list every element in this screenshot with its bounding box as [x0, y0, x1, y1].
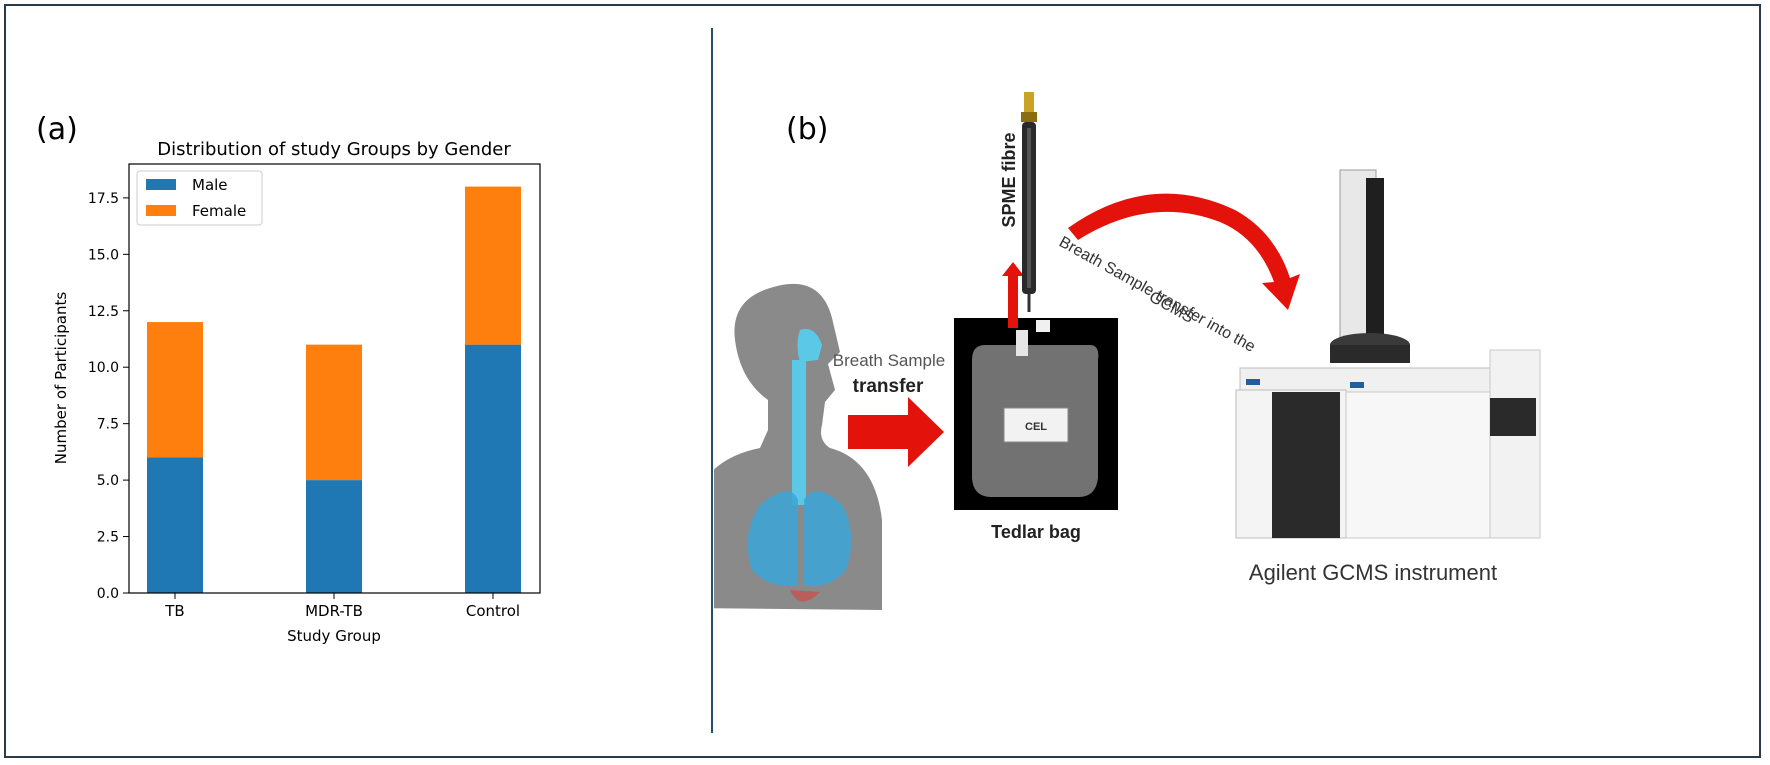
stacked-bar-chart: Distribution of study Groups by Gender 0…: [52, 139, 541, 645]
y-tick-label: 2.5: [97, 530, 119, 546]
tedlar-bag-label: Tedlar bag: [991, 522, 1081, 542]
bar-male-control: [465, 344, 521, 593]
y-tick-label: 10.0: [88, 360, 119, 376]
x-tick-label: Control: [466, 602, 520, 620]
bar-female-control: [465, 186, 521, 345]
up-arrow-icon: [1002, 262, 1024, 328]
spme-fibre-label: SPME fibre: [999, 132, 1019, 227]
x-axis-label: Study Group: [287, 627, 381, 645]
y-tick-label: 15.0: [88, 247, 119, 263]
legend-label-male: Male: [192, 176, 228, 194]
human-silhouette-icon: [714, 283, 882, 610]
bag-tag-label: CEL: [1025, 421, 1047, 433]
spme-fibre-icon: [1021, 92, 1037, 312]
panel-a-label: (a): [36, 112, 78, 147]
bar-male-tb: [147, 457, 203, 593]
panel-divider: [711, 28, 713, 733]
y-tick-label: 17.5: [88, 191, 119, 207]
y-tick-label: 7.5: [97, 417, 119, 433]
legend-swatch-male: [146, 179, 176, 190]
x-tick-label: TB: [164, 602, 184, 620]
instrument-label: Agilent GCMS instrument: [1249, 560, 1497, 585]
chart-title: Distribution of study Groups by Gender: [157, 139, 511, 160]
x-axis: TB MDR-TB Control: [164, 593, 520, 620]
figure-frame: [4, 4, 1761, 758]
curved-arrow-icon: [1068, 193, 1300, 310]
y-tick-label: 0.0: [97, 586, 119, 602]
transfer-arrow-icon: [848, 397, 944, 467]
bar-female-tb: [147, 322, 203, 458]
bar-female-mdr-tb: [306, 344, 362, 481]
panel-b-label: (b): [786, 112, 829, 147]
breath-transfer-line2: transfer: [853, 376, 924, 397]
legend-swatch-female: [146, 205, 176, 216]
y-axis-label: Number of Participants: [52, 292, 70, 465]
plot-area-border: [128, 163, 541, 594]
breath-transfer-line1: Breath Sample: [833, 351, 945, 370]
legend-label-female: Female: [192, 202, 246, 220]
y-tick-label: 12.5: [88, 304, 119, 320]
y-axis: 0.0 2.5 5.0 7.5 10.0 12.5 15.0 17.5: [88, 191, 129, 602]
gcms-instrument-image: [1235, 169, 1541, 539]
sampling-workflow-diagram: Breath Sample transfer CEL Tedlar bag SP…: [714, 92, 1541, 610]
x-tick-label: MDR-TB: [305, 602, 363, 620]
tedlar-bag-image: CEL: [954, 318, 1118, 510]
bar-male-mdr-tb: [306, 480, 362, 593]
y-tick-label: 5.0: [97, 473, 119, 489]
bars-layer: [147, 186, 521, 593]
